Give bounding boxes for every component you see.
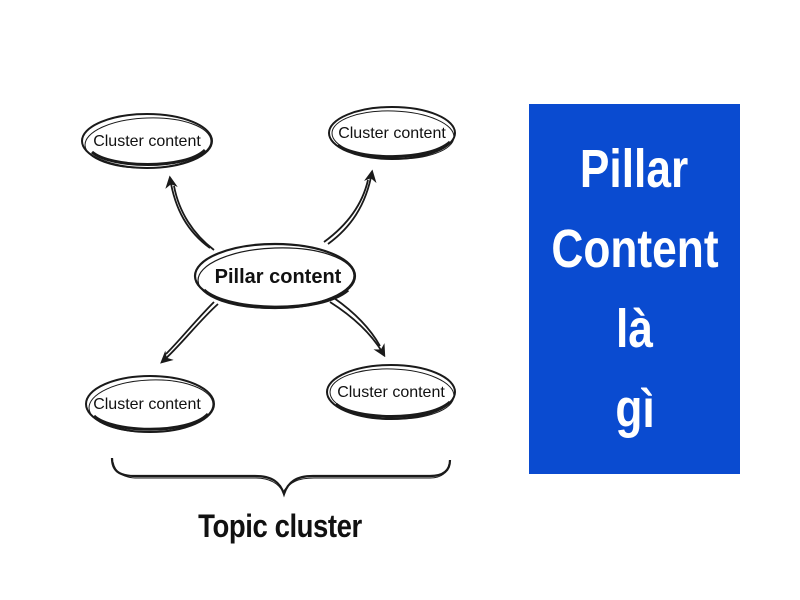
cluster-node: Cluster content (85, 375, 215, 433)
arrow-to-top-right-cluster (323, 169, 377, 245)
cluster-node: Cluster content (81, 113, 213, 169)
topic-cluster-label: Topic cluster (198, 508, 362, 544)
cluster-node-label: Cluster content (93, 133, 201, 150)
pillar-node-label: Pillar content (215, 266, 342, 288)
arrow-to-top-left-cluster (165, 175, 215, 251)
cluster-node: Cluster content (328, 106, 456, 160)
title-line: Content (550, 219, 719, 279)
cluster-node-label: Cluster content (338, 125, 446, 142)
title-line: gì (614, 379, 655, 439)
cluster-node-label: Cluster content (93, 396, 201, 413)
arrow-to-bottom-right-cluster (329, 297, 386, 358)
arrow-to-bottom-left-cluster (160, 301, 219, 364)
pillar-node: Pillar content (193, 242, 357, 310)
title-panel: Pillar Content là gì (529, 104, 740, 474)
cluster-node: Cluster content (326, 364, 456, 420)
title-line: là (616, 299, 653, 359)
topic-cluster-brace (110, 457, 452, 498)
cluster-node-label: Cluster content (337, 384, 445, 401)
title-line: Pillar (580, 139, 689, 199)
